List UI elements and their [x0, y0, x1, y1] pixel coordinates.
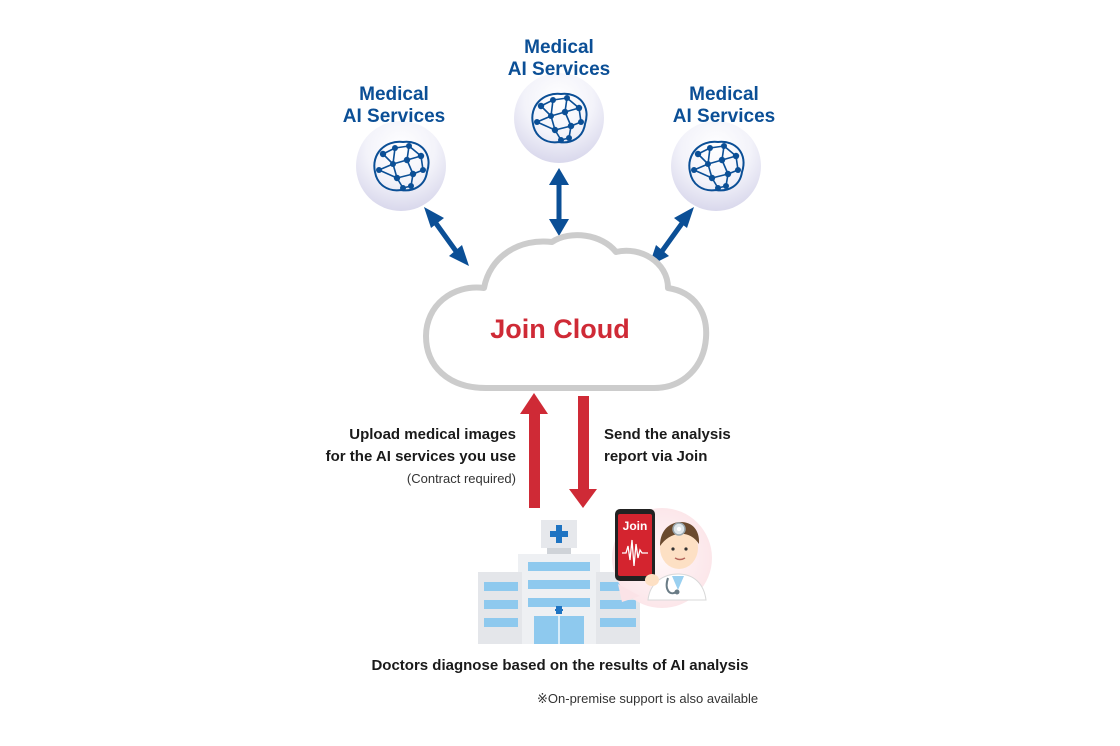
footnote: ※On-premise support is also available	[537, 691, 759, 706]
upload-label: Upload medical images for the AI service…	[240, 424, 516, 490]
service-orb-left	[356, 121, 446, 211]
double-arrow-center	[549, 168, 569, 236]
phone-app-label: Join	[623, 519, 648, 533]
upload-arrow	[520, 393, 548, 508]
diagram-caption: Doctors diagnose based on the results of…	[371, 657, 749, 674]
cloud-icon	[423, 232, 710, 391]
double-arrow-left	[424, 207, 469, 266]
doctor-icon	[647, 522, 707, 601]
service-orb-center	[514, 73, 604, 163]
service-label-center: Medical AI Services	[507, 37, 611, 80]
smartphone-icon: Join	[615, 509, 659, 586]
report-label: Send the analysis report via Join	[604, 426, 731, 465]
cloud-label: Join Cloud	[490, 314, 630, 344]
report-arrow	[569, 396, 597, 508]
double-arrow-right	[649, 207, 694, 266]
service-label-right: Medical AI Services	[672, 84, 776, 127]
service-orb-right	[671, 121, 761, 211]
contract-note: (Contract required)	[406, 471, 516, 486]
service-label-left: Medical AI Services	[342, 84, 446, 127]
hospital-icon	[478, 520, 640, 644]
